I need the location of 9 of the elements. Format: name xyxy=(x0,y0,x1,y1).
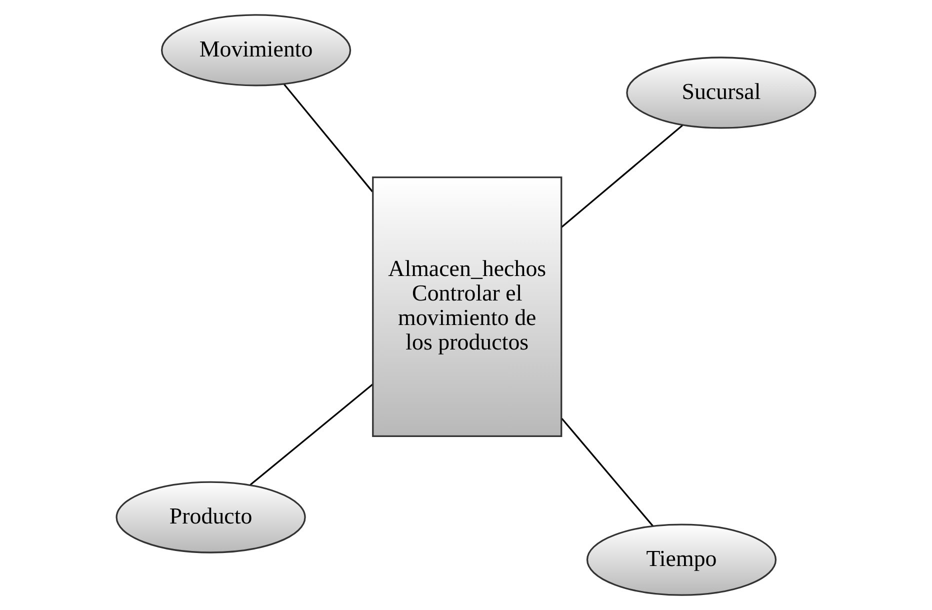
connector xyxy=(561,124,684,228)
node-ellipse: Movimiento xyxy=(161,14,352,86)
node-box: Almacen_hechos Controlar el movimiento de los productos xyxy=(372,176,562,438)
connector xyxy=(561,418,654,527)
connector xyxy=(250,384,374,486)
node-ellipse: Producto xyxy=(116,481,306,554)
node-ellipse: Sucursal xyxy=(626,56,816,129)
node-ellipse: Tiempo xyxy=(586,524,777,596)
connector xyxy=(283,84,374,192)
